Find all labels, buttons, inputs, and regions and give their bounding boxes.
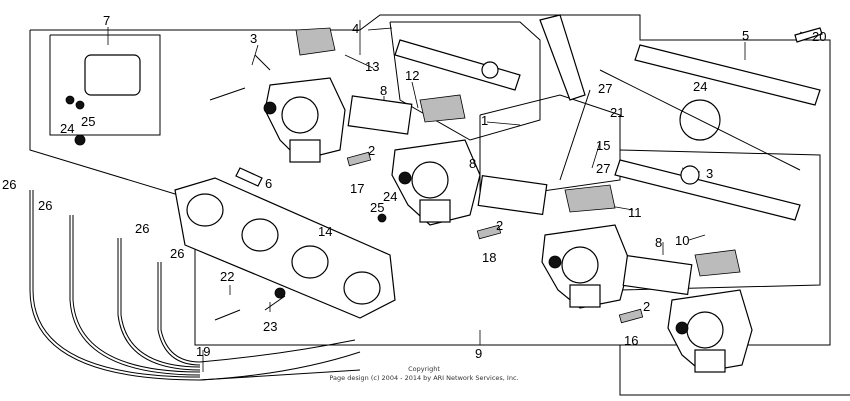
callout-6: 6	[265, 176, 272, 191]
callout-8: 8	[655, 235, 662, 250]
copyright-footer: Copyright Page design (c) 2004 - 2014 by…	[329, 365, 518, 382]
callout-15: 15	[596, 138, 610, 153]
callout-3: 3	[250, 31, 257, 46]
callout-8: 8	[380, 83, 387, 98]
assembly-boundary-lines	[29, 14, 850, 396]
callout-24: 24	[693, 79, 707, 94]
callout-22: 22	[220, 269, 234, 284]
copyright-line-2: Page design (c) 2004 - 2014 by ARI Netwo…	[329, 374, 518, 382]
carburetor-body-4	[667, 249, 753, 373]
callout-14: 14	[318, 224, 332, 239]
callout-4: 4	[352, 21, 359, 36]
copyright-line-1: Copyright	[408, 365, 440, 373]
callout-25: 25	[370, 200, 384, 215]
callout-9: 9	[475, 346, 482, 361]
callout-5: 5	[742, 28, 749, 43]
callout-12: 12	[405, 68, 419, 83]
callout-2: 2	[368, 143, 375, 158]
callout-labels: 7 3 4 5 20 13 12 8 24 27 21 1 24 25 15 2…	[2, 13, 826, 361]
callout-27: 27	[598, 81, 612, 96]
callout-27: 27	[596, 161, 610, 176]
callout-8: 8	[469, 156, 476, 171]
callout-24: 24	[383, 189, 397, 204]
intake-manifold	[174, 177, 396, 319]
callout-26: 26	[170, 246, 184, 261]
carburetor-body-3	[541, 184, 631, 309]
callout-26: 26	[38, 198, 52, 213]
callout-11: 11	[628, 205, 642, 220]
callout-26: 26	[2, 177, 16, 192]
callout-1: 1	[481, 113, 488, 128]
callout-3: 3	[706, 166, 713, 181]
callout-10: 10	[675, 233, 689, 248]
callout-18: 18	[482, 250, 496, 265]
vent-tubes	[29, 190, 361, 381]
callout-26: 26	[135, 221, 149, 236]
callout-19: 19	[196, 344, 210, 359]
linkage-plates	[394, 14, 821, 221]
callout-16: 16	[624, 333, 638, 348]
callout-21: 21	[610, 105, 624, 120]
callout-7: 7	[103, 13, 110, 28]
callout-2: 2	[496, 218, 503, 233]
small-hardware	[65, 27, 823, 324]
carburetor-body-2	[391, 94, 481, 226]
callout-13: 13	[365, 59, 379, 74]
callout-20: 20	[812, 29, 826, 44]
callout-2: 2	[643, 299, 650, 314]
carburetor-body-1	[263, 27, 346, 163]
callout-25: 25	[81, 114, 95, 129]
gaskets	[347, 95, 693, 296]
callout-23: 23	[263, 319, 277, 334]
callout-24: 24	[60, 121, 74, 136]
callout-17: 17	[350, 181, 364, 196]
